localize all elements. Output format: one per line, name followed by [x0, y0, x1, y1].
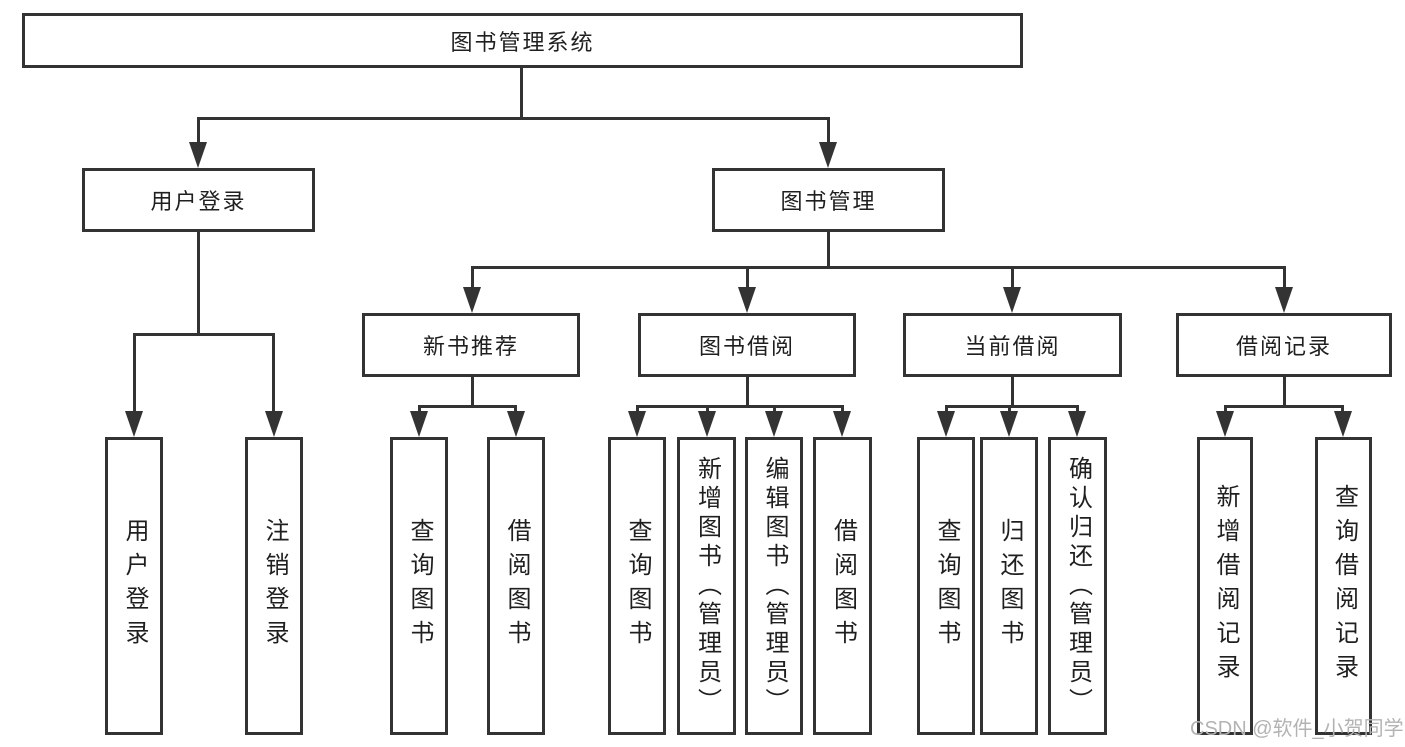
leaf-return-book: 归还图书	[980, 437, 1038, 735]
node-new-book-recommend: 新书推荐	[362, 313, 580, 377]
leaf-query-borrow-record-label: 查询借阅记录	[1330, 484, 1358, 688]
node-book-management-label: 图书管理	[780, 189, 877, 214]
node-book-borrowing-label: 图书借阅	[698, 334, 795, 359]
leaf-query-books-current: 查询图书	[917, 437, 975, 735]
connector-line	[1283, 377, 1286, 408]
arrowhead-down-icon	[1068, 411, 1086, 437]
connector-line	[827, 232, 830, 269]
connector-line	[706, 405, 709, 414]
leaf-edit-book-admin: 编辑图书（管理员）	[745, 437, 803, 735]
connector-line	[471, 266, 474, 288]
node-borrow-records: 借阅记录	[1176, 313, 1392, 377]
node-borrow-records-label: 借阅记录	[1235, 334, 1332, 359]
connector-line	[514, 405, 517, 414]
leaf-add-borrow-record: 新增借阅记录	[1197, 437, 1253, 735]
connector-line	[636, 405, 639, 414]
node-book-borrowing: 图书借阅	[638, 313, 856, 377]
arrowhead-down-icon	[738, 287, 756, 313]
arrowhead-down-icon	[1216, 411, 1234, 437]
leaf-logout: 注销登录	[245, 437, 303, 735]
leaf-edit-book-admin-label: 编辑图书（管理员）	[761, 455, 788, 717]
leaf-borrow-books-borrowing: 借阅图书	[813, 437, 872, 735]
leaf-query-books-borrowing: 查询图书	[608, 437, 666, 735]
leaf-logout-label: 注销登录	[261, 518, 288, 654]
connector-line	[197, 117, 200, 144]
arrowhead-down-icon	[1275, 287, 1293, 313]
connector-line	[1076, 405, 1079, 414]
leaf-user-login: 用户登录	[105, 437, 163, 735]
connector-line	[471, 266, 1285, 269]
arrowhead-down-icon	[765, 411, 783, 437]
connector-line	[746, 266, 749, 288]
arrowhead-down-icon	[1000, 411, 1018, 437]
leaf-add-book-admin: 新增图书（管理员）	[677, 437, 736, 735]
connector-line	[1008, 405, 1011, 414]
connector-line	[471, 377, 474, 408]
connector-line	[197, 232, 200, 336]
leaf-add-borrow-record-label: 新增借阅记录	[1212, 484, 1239, 688]
arrowhead-down-icon	[937, 411, 955, 437]
leaf-user-login-label: 用户登录	[121, 518, 148, 654]
arrowhead-down-icon	[1334, 411, 1352, 437]
connector-line	[520, 68, 523, 118]
node-user-login: 用户登录	[82, 168, 315, 232]
arrowhead-down-icon	[463, 287, 481, 313]
connector-line	[945, 405, 948, 414]
connector-line	[1011, 377, 1014, 408]
connector-line	[1011, 266, 1014, 288]
arrowhead-down-icon	[1003, 287, 1021, 313]
leaf-borrow-books-recommend: 借阅图书	[487, 437, 545, 735]
arrowhead-down-icon	[125, 411, 143, 437]
leaf-query-borrow-record: 查询借阅记录	[1315, 437, 1372, 735]
connector-line	[1224, 405, 1227, 414]
arrowhead-down-icon	[410, 411, 428, 437]
connector-line	[841, 405, 844, 414]
connector-line	[945, 405, 1079, 408]
connector-line	[1224, 405, 1344, 408]
leaf-confirm-return-admin-label: 确认归还（管理员）	[1064, 455, 1092, 717]
leaf-borrow-books-borrowing-label: 借阅图书	[829, 518, 857, 654]
connector-line	[1341, 405, 1344, 414]
connector-line	[773, 405, 776, 414]
leaf-query-books-borrowing-label: 查询图书	[624, 518, 651, 654]
node-user-login-label: 用户登录	[150, 189, 247, 214]
arrowhead-down-icon	[698, 411, 716, 437]
node-new-book-recommend-label: 新书推荐	[422, 334, 519, 359]
leaf-confirm-return-admin: 确认归还（管理员）	[1048, 437, 1107, 735]
arrowhead-down-icon	[507, 411, 525, 437]
csdn-watermark: CSDN @软件_小贺同学	[1190, 718, 1404, 740]
node-current-borrowing-label: 当前借阅	[964, 334, 1061, 359]
arrowhead-down-icon	[189, 142, 207, 168]
connector-line	[418, 405, 517, 408]
connector-line	[746, 377, 749, 408]
connector-line	[197, 117, 829, 120]
arrowhead-down-icon	[628, 411, 646, 437]
leaf-query-books-recommend: 查询图书	[390, 437, 448, 735]
connector-line	[133, 333, 136, 413]
node-book-management: 图书管理	[712, 168, 945, 232]
leaf-borrow-books-recommend-label: 借阅图书	[503, 518, 530, 654]
leaf-add-book-admin-label: 新增图书（管理员）	[693, 455, 721, 717]
connector-line	[1283, 266, 1286, 288]
connector-line	[827, 117, 830, 144]
arrowhead-down-icon	[833, 411, 851, 437]
arrowhead-down-icon	[265, 411, 283, 437]
connector-line	[418, 405, 421, 414]
connector-line	[272, 333, 275, 413]
node-root-label: 图书管理系统	[450, 29, 595, 55]
node-root: 图书管理系统	[22, 13, 1023, 68]
leaf-return-book-label: 归还图书	[996, 518, 1023, 654]
node-current-borrowing: 当前借阅	[903, 313, 1122, 377]
leaf-query-books-recommend-label: 查询图书	[406, 518, 433, 654]
arrowhead-down-icon	[819, 142, 837, 168]
connector-line	[636, 405, 844, 408]
connector-line	[133, 333, 275, 336]
leaf-query-books-current-label: 查询图书	[933, 518, 960, 654]
